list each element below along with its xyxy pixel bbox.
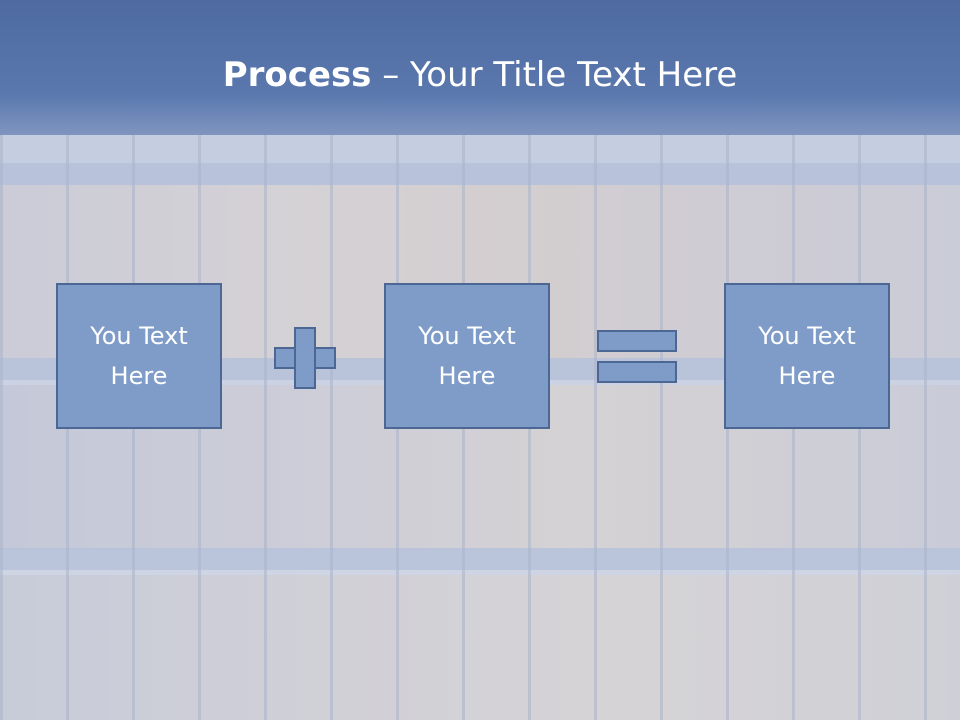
process-box-text: You Text Here <box>69 316 209 396</box>
process-box-line2: Here <box>110 362 168 390</box>
slide-title[interactable]: Process – Your Title Text Here <box>0 52 960 98</box>
process-box-line2: Here <box>438 362 496 390</box>
process-box-3[interactable]: You Text Here <box>724 283 890 429</box>
process-box-line2: Here <box>778 362 836 390</box>
process-box-1[interactable]: You Text Here <box>56 283 222 429</box>
process-box-line1: You Text <box>90 322 188 350</box>
process-box-2[interactable]: You Text Here <box>384 283 550 429</box>
title-bar: Process – Your Title Text Here <box>0 0 960 135</box>
plus-icon <box>274 327 336 389</box>
title-bold: Process <box>222 55 372 95</box>
title-rest: – Your Title Text Here <box>371 55 738 95</box>
process-box-text: You Text Here <box>737 316 877 396</box>
process-box-line1: You Text <box>758 322 856 350</box>
process-box-line1: You Text <box>418 322 516 350</box>
equals-icon <box>597 330 677 384</box>
process-box-text: You Text Here <box>397 316 537 396</box>
